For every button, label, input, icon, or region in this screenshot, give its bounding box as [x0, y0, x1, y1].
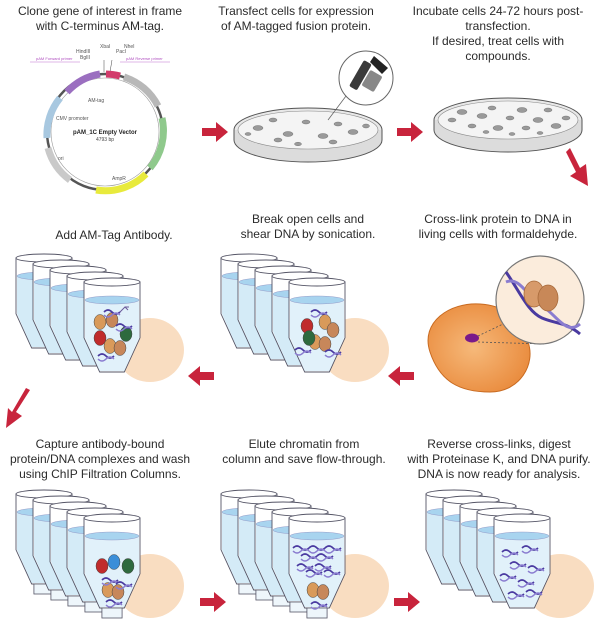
- site-label-bglii: BglII: [80, 55, 90, 61]
- arrow-step3-to-6: [566, 148, 588, 186]
- dna-fragment: [101, 580, 119, 586]
- site-label-hindiii: HindIII: [76, 49, 90, 55]
- protein-blob: [119, 326, 133, 342]
- step-9-caption: Reverse cross-links, digest with Protein…: [407, 437, 591, 481]
- protein-blob: [316, 584, 330, 600]
- arrow-step2-to-3: [397, 122, 423, 142]
- site-label-xbai: XbaI: [100, 44, 110, 50]
- front-column: [288, 277, 346, 373]
- front-column: [83, 513, 141, 619]
- dna-fragment: [103, 312, 121, 318]
- site-label-nhei: NheI: [124, 44, 135, 50]
- dna-fragment: [324, 352, 342, 358]
- front-column: [288, 513, 346, 619]
- protein-blob: [111, 584, 125, 600]
- forward-primer-label: pAM Forward primer: [36, 56, 73, 61]
- dna-fragment: [115, 584, 133, 590]
- dna-fragment: [517, 582, 535, 588]
- dna-fragment: [525, 592, 543, 598]
- am-tag-feature-label: AM-tag: [88, 98, 104, 104]
- plasmid-size: 4793 bp: [96, 137, 114, 143]
- dna-fragment: [316, 556, 334, 562]
- step-2-caption: Transfect cells for expression of AM-tag…: [218, 4, 374, 33]
- dna-fragment: [507, 594, 525, 600]
- columns-add-antibody: [10, 250, 190, 400]
- arrow-step8-to-9: [394, 592, 420, 612]
- dna-fragment: [509, 564, 527, 570]
- protein-blob: [121, 558, 135, 574]
- dna-fragment: [292, 548, 310, 554]
- dna-fragment: [314, 566, 332, 572]
- ori-feature-label: ori: [58, 156, 64, 162]
- step-3-caption: Incubate cells 24-72 hours post-transfec…: [412, 4, 584, 63]
- columns-reverse-crosslink: [420, 486, 600, 636]
- protein-blob: [93, 330, 107, 346]
- step-5-caption: Break open cells and shear DNA by sonica…: [240, 212, 376, 241]
- step-6-caption: Cross-link protein to DNA in living cell…: [418, 212, 578, 241]
- protein-blob: [302, 330, 316, 346]
- dna-fragment: [323, 572, 341, 578]
- step-1-caption: Clone gene of interest in frame with C-t…: [17, 4, 183, 33]
- dna-fragment: [310, 604, 328, 610]
- protein-blob: [95, 558, 109, 574]
- dna-fragment: [115, 326, 133, 332]
- reverse-primer-label: pAM Reverse primer: [126, 56, 163, 61]
- dna-fragment: [294, 350, 312, 356]
- cmv-feature-label: CMV promoter: [56, 116, 89, 122]
- site-label-paci: PacI: [116, 49, 126, 55]
- crosslink-cell: [410, 252, 590, 400]
- dna-fragment: [310, 312, 328, 318]
- protein-blob: [113, 340, 127, 356]
- dna-fragment: [300, 556, 318, 562]
- columns-sonication: [215, 250, 395, 400]
- ampr-feature-label: AmpR: [112, 176, 126, 182]
- dna-fragment: [501, 552, 519, 558]
- plasmid-map: pAM Forward primer pAM Reverse primer Xb…: [20, 40, 200, 220]
- columns-elute: [215, 486, 395, 636]
- plasmid-name: pAM_1C Empty Vector: [73, 130, 138, 136]
- protein-blob: [326, 322, 340, 338]
- protein-blob: [93, 314, 107, 330]
- arrow-step4-to-7: [6, 388, 30, 428]
- dna-fragment: [97, 356, 115, 362]
- front-column: [493, 513, 551, 609]
- arrow-step7-to-8: [200, 592, 226, 612]
- arrow-step5-to-4: [188, 366, 214, 386]
- dna-fragment: [521, 548, 539, 554]
- petri-dish-transfection: [228, 50, 398, 163]
- dna-fragment: [324, 548, 342, 554]
- step-4-caption: Add AM-Tag Antibody.: [55, 228, 173, 242]
- dna-fragment: [308, 548, 326, 554]
- step-7-caption: Capture antibody-bound protein/DNA compl…: [9, 437, 191, 481]
- dna-fragment: [527, 568, 545, 574]
- antibody-icon: [119, 306, 129, 313]
- dna-fragment: [305, 572, 323, 578]
- front-column: [83, 277, 141, 373]
- columns-capture: [10, 486, 190, 636]
- dna-fragment: [296, 566, 314, 572]
- pipette-icon: [349, 56, 388, 92]
- protein-blob: [107, 554, 121, 570]
- arrow-step6-to-5: [388, 366, 414, 386]
- dna-fragment: [499, 576, 517, 582]
- arrow-step1-to-2: [202, 122, 228, 142]
- dna-fragment: [105, 602, 123, 608]
- petri-dish-incubation: [428, 80, 588, 160]
- step-8-caption: Elute chromatin from column and save flo…: [222, 437, 386, 466]
